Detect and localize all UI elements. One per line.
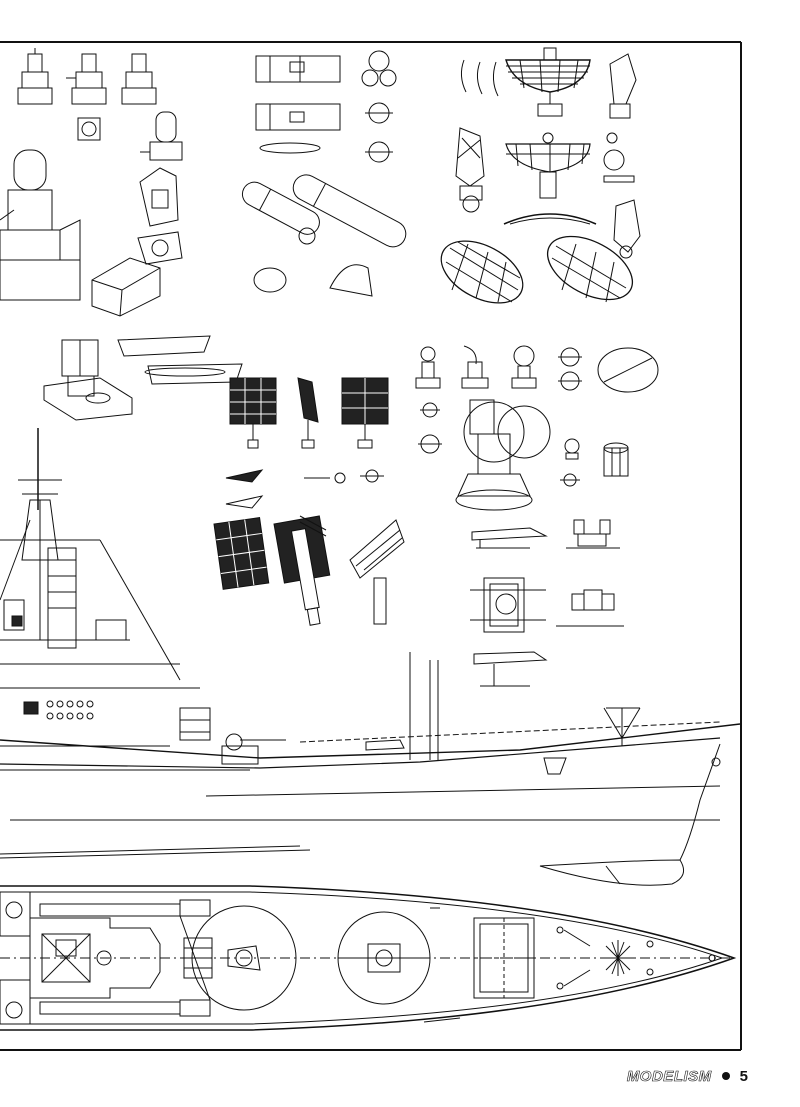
gun-mount-details [0,48,183,317]
missile-launcher-details [43,335,243,421]
page-footer: MODELISM 5 [627,1064,748,1088]
bullet-dot [721,1072,730,1080]
plan-superstructure [29,917,161,999]
porthole-row [46,700,94,720]
director-details [415,345,659,511]
plan-launcher-block [183,937,213,979]
sheet-frame [0,41,742,1051]
plan-anchor-star [600,940,636,976]
radar-panel-details [213,377,405,626]
ciws-details [470,519,624,687]
deck-plan-view [0,885,737,1031]
side-profile-superstructure [0,428,721,775]
parabolic-antenna [505,132,591,199]
page-number: 5 [739,1067,748,1085]
launcher-details [241,50,407,297]
antenna-reflector-left [440,240,524,304]
radar-antenna-details [440,47,641,304]
air-search-antenna [505,47,591,117]
magazine-brand: MODELISM [626,1067,712,1085]
fire-control-director [455,399,551,511]
antenna-reflector-right [546,235,634,303]
side-profile-hull [0,721,741,886]
